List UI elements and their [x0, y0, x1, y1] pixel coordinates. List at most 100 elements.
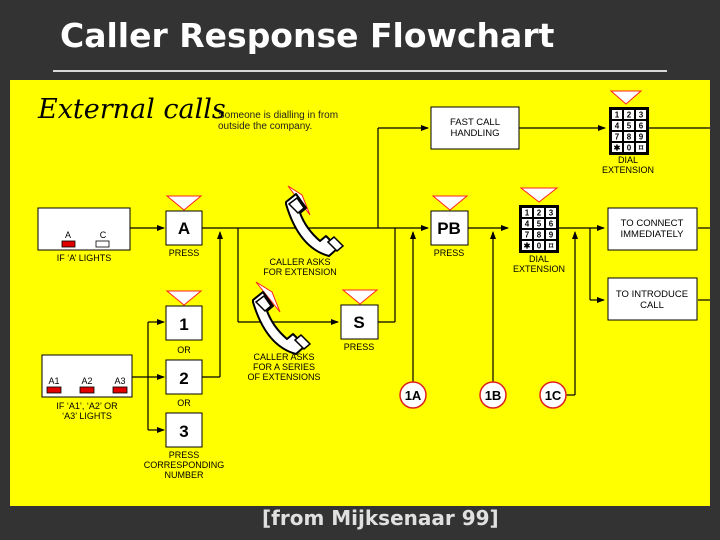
keypad-key-label: ✱: [524, 242, 531, 251]
connector-1b-label: 1B: [485, 388, 502, 403]
keypad-key: [636, 121, 646, 130]
button-pb[interactable]: PB PRESS: [430, 195, 469, 258]
connector-1a-label: 1A: [405, 388, 422, 403]
button-a[interactable]: A PRESS: [165, 195, 203, 258]
keypad-key: [522, 230, 532, 239]
keypad-top-caption-2: EXTENSION: [602, 165, 654, 175]
keypad-key: [636, 132, 646, 141]
panel-a123-caption-1: IF ‘A1’, ‘A2’ OR: [56, 401, 118, 411]
connector-1a[interactable]: 1A: [399, 381, 427, 409]
connector-1c-label: 1C: [545, 388, 562, 403]
keypad-key-label: 8: [537, 231, 542, 240]
keypad-key-label: ⌑: [548, 242, 554, 251]
description-line-1: Someone is dialling in from: [218, 110, 338, 121]
connector-1b[interactable]: 1B: [479, 381, 507, 409]
keypad-key-label: 3: [639, 111, 644, 120]
button-3[interactable]: 3 PRESS CORRESPONDING NUMBER: [144, 412, 225, 480]
keypad-key: [546, 208, 556, 217]
introduce-line-2: CALL: [640, 300, 664, 311]
keypad-key: [546, 230, 556, 239]
flowchart-panel: External calls Someone is dialling in fr…: [10, 80, 710, 506]
keypad-key-label: 1: [525, 209, 530, 218]
keypad-key: [612, 143, 622, 152]
keypad-key: [624, 132, 634, 141]
telephone-handset-icon: [252, 291, 311, 355]
keypad-key: [636, 143, 646, 152]
keypad-key-label: 9: [549, 231, 554, 240]
panel-a-caption: IF ‘A’ LIGHTS: [57, 253, 112, 263]
fast-call-line-1: FAST CALL: [450, 117, 500, 128]
indicator-marker: [165, 195, 203, 211]
description-line-2: outside the company.: [218, 121, 312, 132]
indicator-marker: [431, 195, 469, 211]
phone-extension-caption-2: FOR EXTENSION: [263, 267, 337, 277]
keypad-key-label: ✱: [614, 144, 621, 153]
phone-series-caption-3: OF EXTENSIONS: [247, 372, 320, 382]
keypad-key: [534, 219, 544, 228]
keypad-key-label: 8: [627, 133, 632, 142]
fast-call-line-2: HANDLING: [450, 128, 499, 139]
button-1-label: 1: [179, 315, 188, 334]
keypad-key-label: 5: [537, 220, 542, 229]
light-panel-a: A C IF ‘A’ LIGHTS: [37, 207, 131, 263]
keypad-key-label: ⌑: [638, 144, 644, 153]
lamp-a2-lit: [79, 386, 95, 394]
keypad-key-label: 6: [549, 220, 554, 229]
keypad-key: [546, 241, 556, 250]
keypad-key: [522, 219, 532, 228]
keypad-key: [624, 121, 634, 130]
keypad-key: [624, 110, 634, 119]
button-2[interactable]: 2 OR: [165, 359, 203, 408]
indicator-marker: [519, 187, 559, 203]
button-3-caption-1: PRESS: [169, 450, 200, 460]
connect-line-2: IMMEDIATELY: [621, 229, 685, 240]
phone-extension-caption-1: CALLER ASKS: [269, 257, 330, 267]
heading-external-calls: External calls: [37, 94, 226, 125]
button-3-caption-3: NUMBER: [164, 470, 204, 480]
indicator-marker: [165, 290, 203, 306]
keypad-key-label: 0: [537, 242, 542, 251]
keypad-key-label: 9: [639, 133, 644, 142]
phone-series-caption-1: CALLER ASKS: [253, 352, 314, 362]
keypad-key: [636, 110, 646, 119]
box-connect-immediately: TO CONNECT IMMEDIATELY: [607, 207, 698, 251]
button-pb-caption: PRESS: [434, 248, 465, 258]
keypad-mid-caption-2: EXTENSION: [513, 264, 565, 274]
box-fast-call-handling: FAST CALL HANDLING: [430, 106, 520, 150]
keypad-key-label: 7: [525, 231, 530, 240]
button-1-caption: OR: [177, 345, 191, 355]
light-panel-a123: A1 A2 A3 IF ‘A1’, ‘A2’ OR ‘A3’ LIGHTS: [41, 354, 133, 421]
keypad-key-label: 4: [525, 220, 530, 229]
keypad-key: [534, 241, 544, 250]
keypad-key: [534, 230, 544, 239]
connect-line-1: TO CONNECT: [621, 218, 684, 229]
title-divider: [53, 70, 667, 72]
button-s-label: S: [353, 313, 364, 332]
button-2-caption: OR: [177, 398, 191, 408]
button-s-caption: PRESS: [344, 342, 375, 352]
phone-series-caption-2: FOR A SERIES: [253, 362, 315, 372]
keypad-key: [612, 110, 622, 119]
slide-title: Caller Response Flowchart: [60, 16, 555, 55]
button-s[interactable]: S PRESS: [340, 289, 379, 352]
lamp-a-lit: [61, 240, 76, 248]
button-1[interactable]: 1 OR: [165, 290, 203, 355]
keypad-key: [522, 241, 532, 250]
connector-1c[interactable]: 1C: [539, 381, 567, 409]
button-3-caption-2: CORRESPONDING: [144, 460, 225, 470]
phone-series: CALLER ASKS FOR A SERIES OF EXTENSIONS: [247, 281, 321, 382]
lamp-c-off: [95, 240, 110, 248]
lamp-label-a: A: [65, 230, 71, 240]
keypad-key: [612, 132, 622, 141]
keypad-key-label: 1: [615, 111, 620, 120]
keypad-key-label: 5: [627, 122, 632, 131]
keypad-key: [546, 219, 556, 228]
introduce-line-1: TO INTRODUCE: [616, 289, 688, 300]
indicator-marker: [255, 281, 281, 313]
indicator-marker: [341, 289, 379, 305]
button-a-caption: PRESS: [169, 248, 200, 258]
